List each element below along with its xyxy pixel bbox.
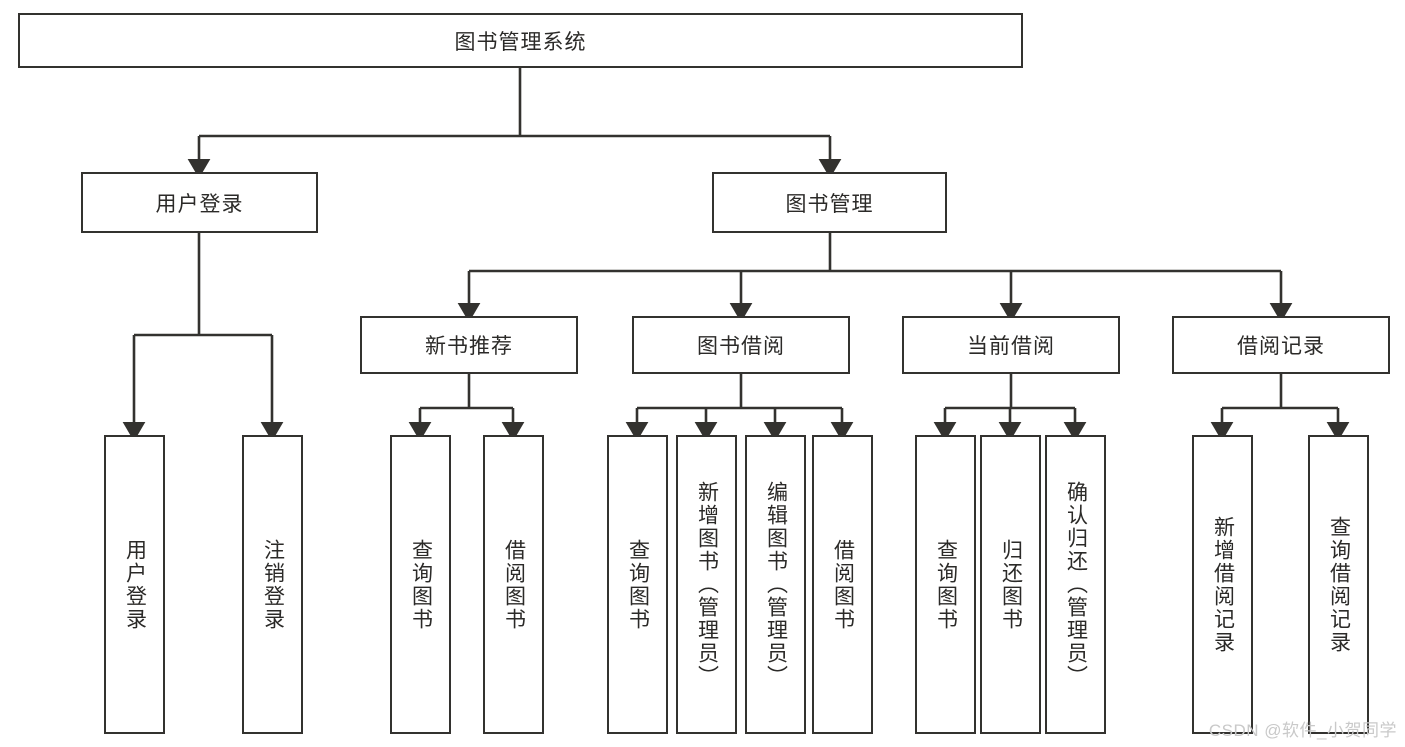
node-label: 确认归还（管理员） [1064,481,1088,688]
node-root-book-management-system[interactable]: 图书管理系统 [18,13,1023,68]
leaf-query-book-recommend[interactable]: 查询图书 [390,435,451,734]
leaf-user-login[interactable]: 用户登录 [104,435,165,734]
leaf-edit-book-admin[interactable]: 编辑图书（管理员） [745,435,806,734]
leaf-query-book-current[interactable]: 查询图书 [915,435,976,734]
leaf-borrow-book[interactable]: 借阅图书 [812,435,873,734]
node-label: 图书借阅 [697,335,785,358]
node-label: 借阅图书 [831,538,855,631]
leaf-confirm-return-admin[interactable]: 确认归还（管理员） [1045,435,1106,734]
leaf-query-book-borrow[interactable]: 查询图书 [607,435,668,734]
node-book-borrow[interactable]: 图书借阅 [632,316,850,374]
leaf-add-borrow-record[interactable]: 新增借阅记录 [1192,435,1253,734]
node-borrow-records[interactable]: 借阅记录 [1172,316,1390,374]
node-label: 新增借阅记录 [1211,515,1235,654]
node-label: 注销登录 [261,538,285,631]
node-label: 归还图书 [999,538,1023,631]
node-label: 图书管理 [785,192,874,216]
node-label: 用户登录 [155,192,244,216]
csdn-watermark: CSDN @软件_小贺同学 [1208,721,1397,740]
node-label: 用户登录 [123,538,147,631]
leaf-query-borrow-record[interactable]: 查询借阅记录 [1308,435,1369,734]
node-label: 查询图书 [626,538,650,631]
node-label: 当前借阅 [967,335,1055,358]
node-label: 查询图书 [409,538,433,631]
node-book-management[interactable]: 图书管理 [712,172,947,233]
node-label: 图书管理系统 [454,30,587,54]
node-label: 新增图书（管理员） [695,481,719,688]
node-user-login[interactable]: 用户登录 [81,172,318,233]
node-label: 借阅图书 [502,538,526,631]
node-label: 查询图书 [934,538,958,631]
leaf-return-book[interactable]: 归还图书 [980,435,1041,734]
node-label: 借阅记录 [1237,335,1325,358]
node-label: 查询借阅记录 [1327,515,1351,654]
leaf-logout[interactable]: 注销登录 [242,435,303,734]
node-current-borrow[interactable]: 当前借阅 [902,316,1120,374]
node-label: 新书推荐 [425,335,513,358]
node-new-book-recommend[interactable]: 新书推荐 [360,316,578,374]
leaf-borrow-book-recommend[interactable]: 借阅图书 [483,435,544,734]
node-label: 编辑图书（管理员） [764,481,788,688]
leaf-add-book-admin[interactable]: 新增图书（管理员） [676,435,737,734]
